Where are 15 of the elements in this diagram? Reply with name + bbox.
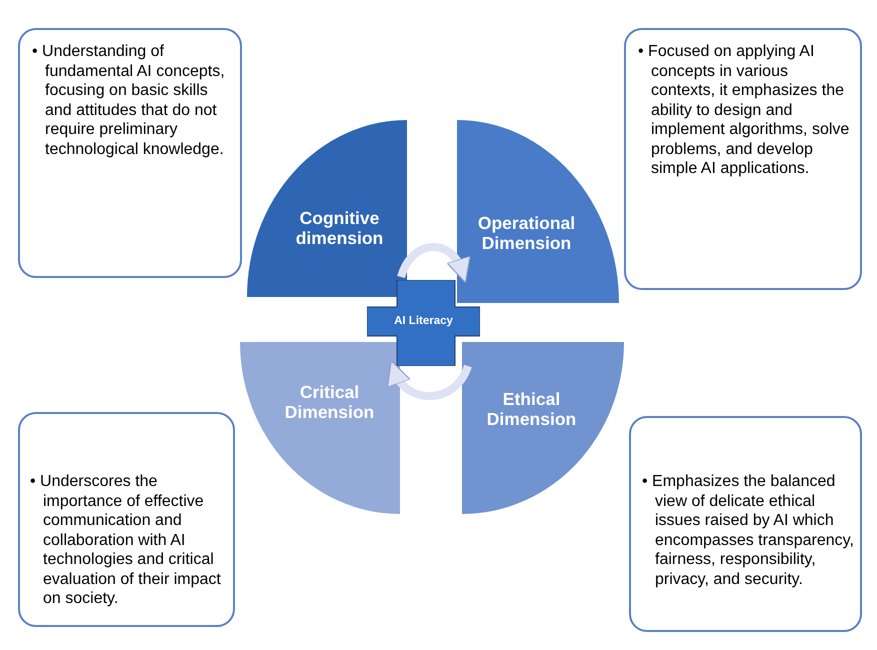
bullet-text: • Understanding of fundamental AI concepts, focusing on basic skills and attitudes that do not require preliminary technological knowledge. <box>32 42 226 159</box>
dimension-label: Cognitive dimension <box>294 208 384 248</box>
dimension-label: Ethical Dimension <box>486 389 578 429</box>
curved-arrow <box>388 360 472 400</box>
description-card <box>18 412 235 627</box>
curved-arrow <box>397 243 470 283</box>
bullet-text: • Emphasizes the balanced view of delicate ethical issues raised by AI which encompasses transparency, fairness, responsibility, privacy, and security. <box>642 472 855 589</box>
description-card <box>624 28 862 290</box>
dimension-label: Operational Dimension <box>476 213 576 253</box>
description-card <box>629 416 862 632</box>
dimension-label: Critical Dimension <box>284 382 376 422</box>
center-label: AI Literacy <box>394 315 453 327</box>
bullet-text: • Underscores the importance of effective communication and collaboration with AI technologies and critical evaluation of their impact on society. <box>30 472 222 608</box>
description-card <box>18 28 242 278</box>
bullet-text: • Focused on applying AI concepts in various contexts, it emphasizes the ability to design and implement algorithms, solve problems, and develop simple AI applications. <box>638 42 850 178</box>
